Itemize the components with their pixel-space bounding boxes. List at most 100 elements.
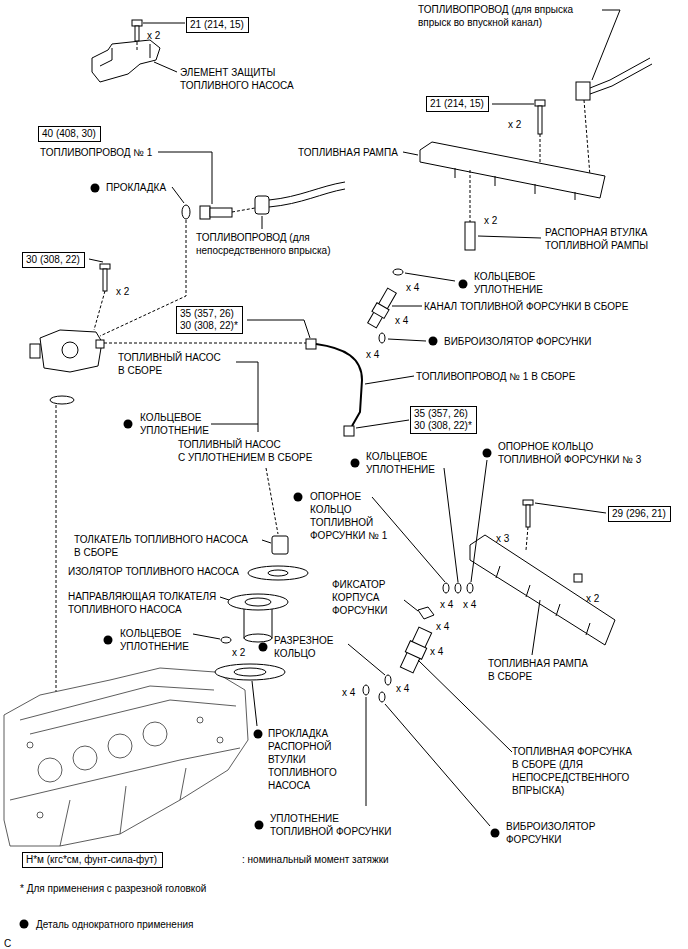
dashed-line	[470, 170, 471, 222]
torque-box: 29 (296, 21)	[608, 506, 671, 522]
torque-value: 30 (308, 22)	[26, 254, 81, 266]
bolt-symbol	[523, 500, 533, 505]
rail-part	[420, 142, 605, 198]
quantity-mark: x 4	[366, 348, 379, 361]
part-label: РАЗРЕЗНОЕ КОЛЬЦО	[274, 634, 333, 660]
leader-line	[405, 273, 455, 281]
leader-line	[404, 600, 418, 611]
leader-line	[365, 376, 414, 384]
part-label: ФИКСАТОР КОРПУСА ФОРСУНКИ	[332, 578, 387, 617]
leader-line	[392, 306, 422, 307]
ring-part	[443, 583, 449, 593]
clamp-part	[418, 607, 434, 619]
part-label: ТОПЛИВОПРОВОД № 1	[40, 146, 152, 159]
pump-body	[62, 342, 78, 358]
rail-part	[470, 535, 615, 645]
torque-value: Н*м (кгс*см, фунт-сила-фут)	[26, 854, 159, 866]
fitting-part	[344, 426, 354, 436]
part-label: ВИБРОИЗОЛЯТОР ФОРСУНКИ	[444, 335, 592, 348]
torque-box: Н*м (кгс*см, фунт-сила-фут)	[22, 852, 163, 868]
part-label: ТОПЛИВНЫЙ НАСОС С УПЛОТНЕНИЕМ В СБОРЕ	[178, 438, 312, 464]
part-label: ТОПЛИВНАЯ РАМПА В СБОРЕ	[488, 657, 588, 683]
legend-entry: Деталь однократного применения	[36, 918, 193, 931]
torque-value: 30 (308, 22)*	[180, 320, 239, 332]
leader-line	[262, 216, 263, 229]
fitting-part	[210, 208, 232, 217]
torque-box: 35 (357, 26)30 (308, 22)*	[176, 306, 243, 334]
torque-box: 21 (214, 15)	[186, 17, 249, 33]
part-label: ИЗОЛЯТОР ТОПЛИВНОГО НАСОСА	[68, 565, 239, 578]
fuel-line-part	[590, 58, 652, 94]
ring-part	[385, 675, 391, 685]
gasket-part	[234, 668, 266, 676]
part-label: ТОПЛИВОПРОВОД № 1 В СБОРЕ	[416, 370, 575, 383]
quantity-mark: x 4	[396, 682, 409, 695]
footnote: * Для применения с разрезной головкой	[20, 882, 206, 895]
injector-channel	[368, 288, 397, 328]
dashed-line	[104, 343, 306, 344]
single-use-dot	[20, 184, 500, 929]
part-label: ПРОКЛАДКА	[106, 181, 166, 194]
part-label: УПЛОТНЕНИЕ ТОПЛИВНОЙ ФОРСУНКИ	[270, 812, 391, 838]
spacer-part	[465, 222, 475, 250]
quantity-mark: x 2	[116, 285, 129, 298]
leader-line	[262, 540, 271, 543]
part-label: КОЛЬЦЕВОЕ УПЛОТНЕНИЕ	[120, 627, 189, 653]
part-label: КОЛЬЦЕВОЕ УПЛОТНЕНИЕ	[366, 450, 435, 476]
leader-line	[211, 424, 258, 425]
insulator-part	[248, 566, 308, 580]
quantity-mark: x 4	[436, 620, 449, 633]
torque-value: 35 (357, 26)	[414, 408, 473, 420]
part-label: ВИБРОИЗОЛЯТОР ФОРСУНКИ	[506, 820, 595, 846]
guide-part	[245, 598, 271, 606]
insulator-part	[379, 333, 385, 343]
part-label: РАСПОРНАЯ ВТУЛКА ТОПЛИВНОЙ РАМПЫ	[545, 226, 648, 252]
pump-body	[30, 344, 40, 358]
fitting-part	[200, 206, 210, 219]
part-label: ТОЛКАТЕЛЬ ТОПЛИВНОГО НАСОСА В СБОРЕ	[74, 533, 248, 559]
guide-part	[244, 634, 272, 642]
protector-part	[100, 44, 150, 66]
insulator-part	[379, 692, 385, 702]
tappet-part	[272, 536, 288, 554]
torque-box: 35 (357, 26)30 (308, 22)*	[410, 406, 477, 434]
leader-line	[158, 152, 212, 204]
quantity-mark: x 4	[406, 281, 419, 294]
engine-block	[4, 668, 248, 846]
leader-line	[356, 420, 409, 428]
part-label: ПРОКЛАДКА РАСПОРНОЙ ВТУЛКИ ТОПЛИВНОГО НА…	[268, 727, 337, 792]
part-label: ТОПЛИВОПРОВОД (для непосредственного впр…	[196, 231, 330, 257]
leader-line	[154, 62, 177, 72]
leader-line	[193, 634, 220, 639]
bolt-symbol	[135, 26, 139, 41]
leader-line	[535, 503, 606, 513]
dashed-line	[232, 208, 255, 212]
quantity-mark: x 2	[586, 592, 599, 605]
bolt-symbol	[132, 20, 142, 26]
leader-line	[532, 600, 540, 655]
quantity-mark: x 4	[342, 686, 355, 699]
part-label: ОПОРНОЕ КОЛЬЦО ТОПЛИВНОЙ ФОРСУНКИ № 1	[310, 490, 387, 542]
bolt-symbol	[535, 100, 545, 106]
torque-value: 21 (214, 15)	[430, 98, 485, 110]
part-label: ЭЛЕМЕНТ ЗАЩИТЫ ТОПЛИВНОГО НАСОСА	[180, 66, 294, 92]
fuel-line-part	[576, 82, 590, 100]
dashed-line	[584, 100, 590, 176]
insulator-part	[268, 570, 288, 576]
o-ring	[221, 637, 231, 643]
leader-line	[143, 23, 185, 24]
rail-part	[496, 566, 590, 635]
dashed-line	[137, 42, 138, 50]
figure-code: C	[4, 937, 11, 949]
quantity-mark: x 2	[508, 118, 521, 131]
torque-value: 29 (296, 21)	[612, 508, 667, 520]
dashed-line	[540, 134, 541, 164]
leader-line	[478, 236, 541, 238]
bolt-symbol	[538, 106, 542, 134]
dashed-line	[526, 527, 528, 550]
part-label: ТОПЛИВОПРОВОД (для впрыска впрыск во впу…	[418, 3, 573, 29]
pipe-part	[316, 344, 362, 426]
gasket-part	[182, 205, 190, 219]
rail-part	[455, 168, 575, 200]
